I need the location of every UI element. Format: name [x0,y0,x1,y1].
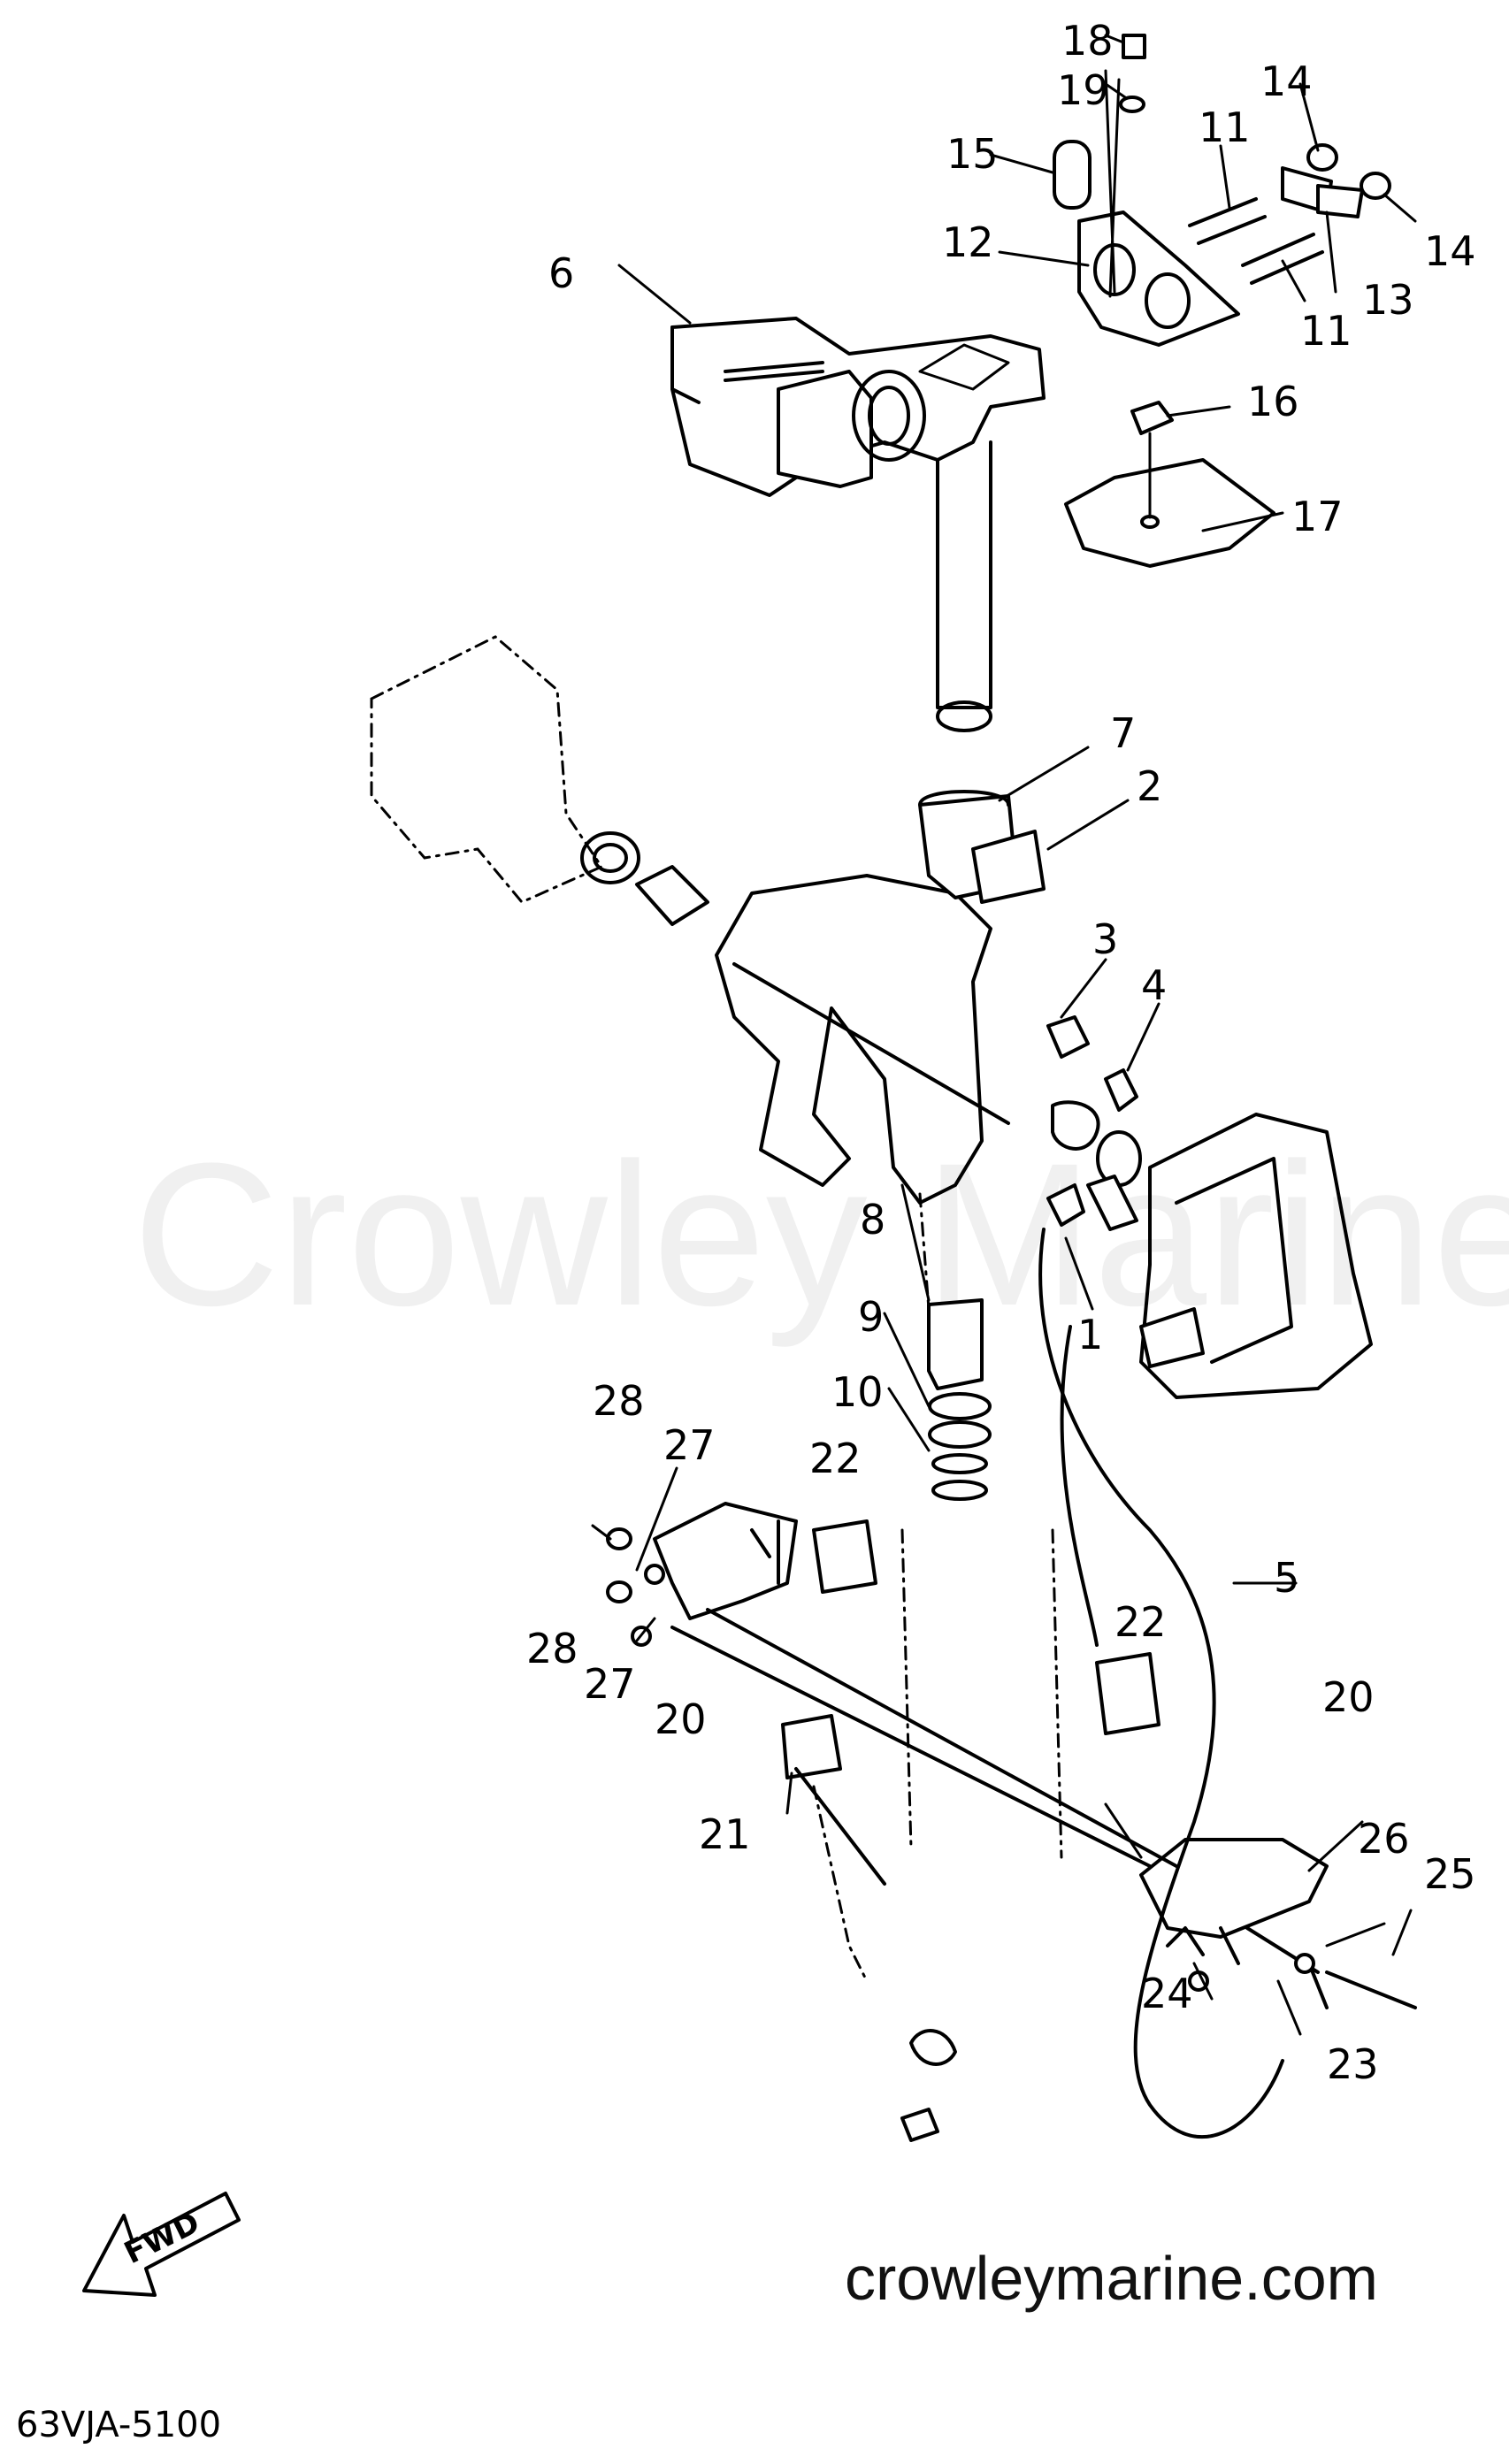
swivel-bracket-drawing [370,635,1142,1311]
callout-23: 23 [1327,2040,1379,2088]
watermark: Crowley Marine [133,1121,1509,1348]
callout-4: 4 [1141,961,1167,1009]
callout-12: 12 [942,218,994,266]
callout-11: 11 [1199,103,1251,151]
callout-20: 20 [655,1695,707,1743]
callout-22: 22 [809,1435,862,1482]
callout-28: 28 [526,1625,578,1672]
callout-27: 27 [584,1660,636,1708]
callout-15: 15 [946,130,999,178]
callout-16: 16 [1247,378,1299,425]
callout-28: 28 [593,1377,645,1425]
callout-14: 14 [1424,227,1476,275]
callout-labels: 18 19 15 14 14 11 11 12 13 6 16 17 7 2 3… [526,17,1476,2088]
callout-6: 6 [548,249,574,297]
callout-14: 14 [1260,57,1313,105]
callout-27: 27 [663,1421,716,1469]
website-text: crowleymarine.com [845,2244,1378,2313]
callout-19: 19 [1057,66,1109,114]
callout-7: 7 [1110,709,1136,757]
callout-2: 2 [1137,762,1162,810]
callout-3: 3 [1092,915,1118,963]
clamp-bracket-drawing [606,1502,1417,2142]
callout-18: 18 [1061,17,1114,65]
leader-lines [591,34,1417,2036]
part-code: 63VJA-5100 [16,2405,221,2445]
callout-11: 11 [1300,307,1352,355]
callout-17: 17 [1291,493,1344,540]
side-cover-drawing [1046,1113,1373,1399]
callout-24: 24 [1141,1970,1193,2017]
callout-10: 10 [831,1368,884,1416]
callout-5: 5 [1274,1554,1299,1602]
callout-13: 13 [1362,276,1414,324]
steering-bracket-drawing [670,317,1046,732]
callout-9: 9 [858,1293,884,1341]
callout-1: 1 [1077,1311,1103,1358]
callout-22: 22 [1115,1598,1167,1646]
callout-26: 26 [1358,1815,1410,1863]
callout-25: 25 [1424,1850,1476,1898]
callout-8: 8 [860,1196,885,1243]
callout-20: 20 [1322,1673,1375,1721]
fwd-arrow: FWD [82,2192,241,2297]
callout-21: 21 [699,1810,751,1858]
bushing-stack-drawing [927,1298,992,1501]
cable-drawing [1038,1228,1284,2139]
